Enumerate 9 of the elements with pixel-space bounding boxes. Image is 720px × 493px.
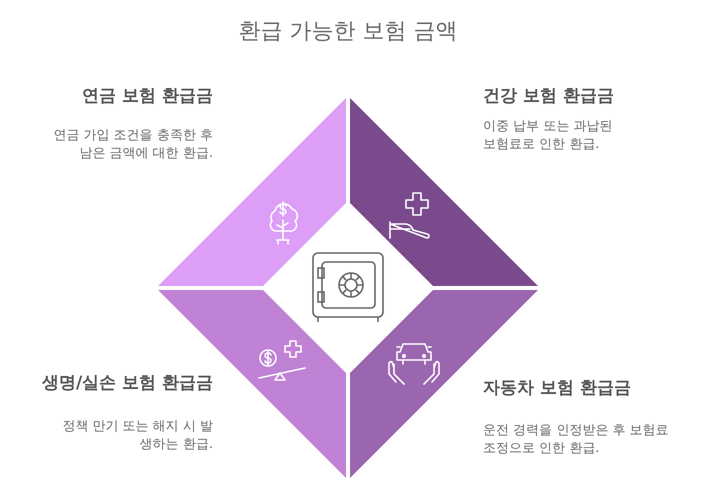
description: 운전 경력을 인정받은 후 보험료 조정으로 인한 환급.	[483, 422, 670, 458]
heading: 건강 보험 환급금	[483, 85, 614, 107]
title: 환급 가능한 보험 금액	[238, 18, 458, 46]
heading: 생명/실손 보험 환급금	[42, 372, 213, 394]
description: 연금 가입 조건을 충족한 후 남은 금액에 대한 환급.	[52, 127, 213, 163]
heading: 연금 보험 환급금	[82, 85, 213, 107]
heading: 자동차 보험 환급금	[483, 377, 631, 399]
description: 정책 만기 또는 해지 시 발생하는 환급.	[61, 418, 213, 454]
description: 이중 납부 또는 과납된 보험료로 인한 환급.	[483, 118, 614, 154]
